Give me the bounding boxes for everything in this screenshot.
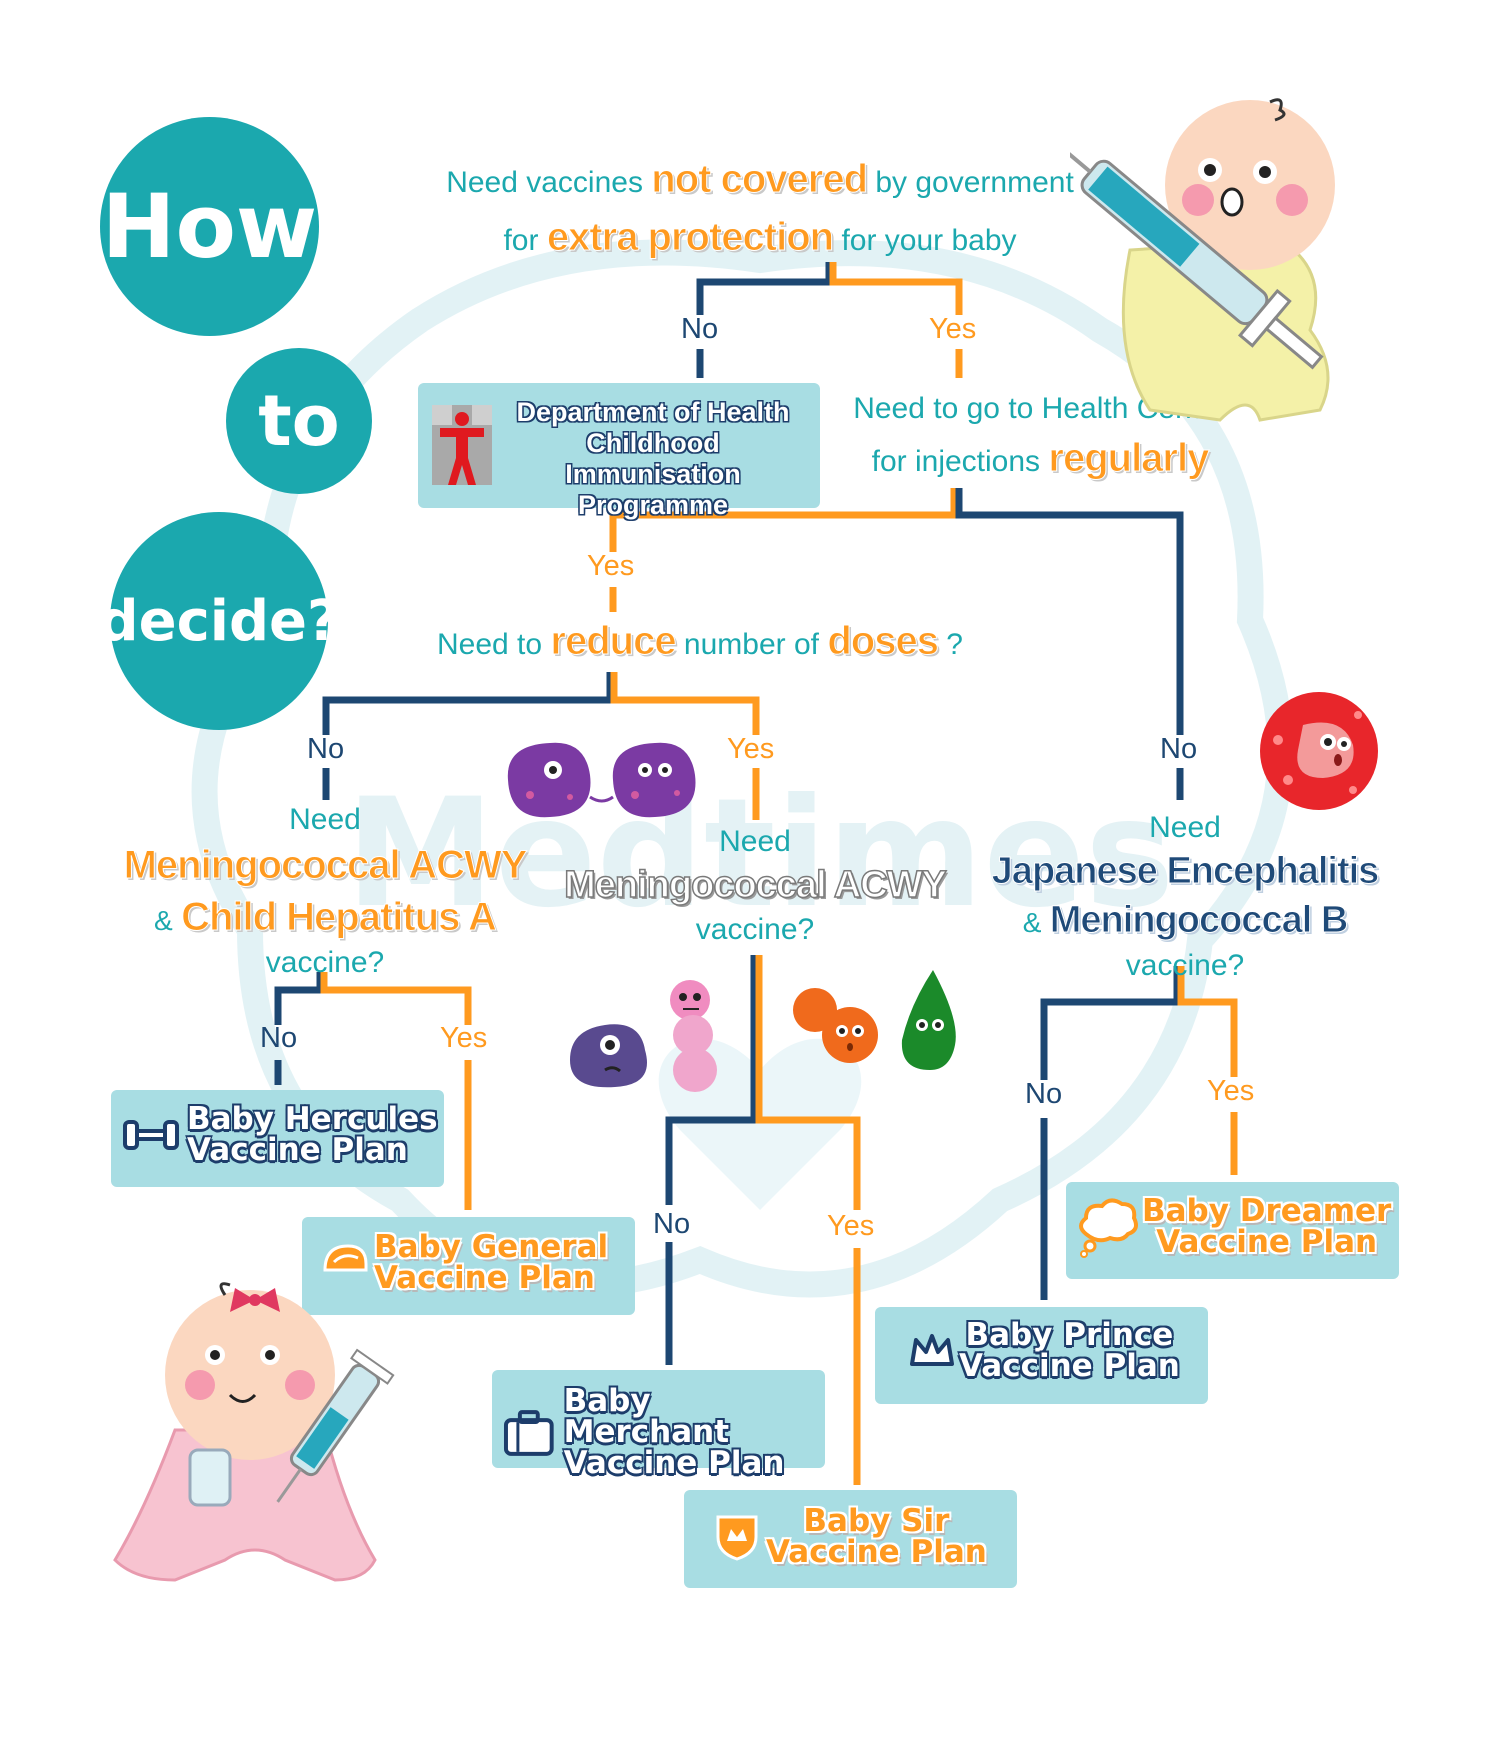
germ-group-right-illustration: [793, 970, 956, 1070]
question-acwy-hep-a: Need Meningococcal ACWY & Child Hepatitu…: [100, 800, 550, 982]
q2-text: for injections: [871, 445, 1049, 478]
plan-sir-label: Baby Sir Vaccine Plan: [766, 1506, 987, 1568]
answer-yes: Yes: [587, 550, 635, 582]
q5-tail: vaccine?: [695, 913, 815, 947]
plan-general-box[interactable]: Baby General Vaccine Plan: [302, 1217, 635, 1315]
q3-emphasis-reduce: reduce: [550, 619, 677, 664]
q2-emphasis-regularly: regularly: [1048, 436, 1210, 481]
plan-merchant-label: Baby Merchant Vaccine Plan: [564, 1386, 825, 1479]
briefcase-icon: [503, 1409, 554, 1456]
title-how-circle: How: [100, 117, 319, 336]
doh-programme-box: Department of Health Childhood Immunisat…: [418, 383, 820, 520]
cap-icon: [323, 1244, 368, 1272]
thought-cloud-icon: [1079, 1198, 1138, 1258]
plan-general-label: Baby General Vaccine Plan: [374, 1232, 608, 1294]
q4-need: Need: [289, 803, 361, 836]
answer-no: No: [1025, 1078, 1063, 1110]
plan-dreamer-label: Baby Dreamer Vaccine Plan: [1142, 1196, 1391, 1258]
answer-yes: Yes: [727, 733, 775, 765]
question-acwy: Need Meningococcal ACWY vaccine?: [550, 822, 960, 949]
q5-vaccine-acwy: Meningococcal ACWY: [563, 863, 947, 907]
q1-text: by government: [867, 166, 1074, 199]
q4-tail: vaccine?: [265, 946, 385, 979]
answer-no: No: [681, 313, 719, 345]
germ-group-left-illustration: [570, 980, 717, 1092]
q1-emphasis-not-covered: not covered: [651, 157, 869, 202]
answer-yes: Yes: [1207, 1075, 1255, 1107]
plan-sir-line2: Vaccine Plan: [766, 1534, 987, 1570]
plan-dreamer-line1: Baby Dreamer: [1142, 1193, 1392, 1229]
answer-no: No: [307, 733, 345, 765]
title-how: How: [101, 175, 318, 278]
answer-no: No: [260, 1022, 298, 1054]
question-je-menb: Need Japanese Encephalitis & Meningococc…: [975, 808, 1395, 985]
q6-vaccine-je: Japanese Encephalitis: [991, 849, 1380, 892]
q6-need: Need: [1149, 811, 1221, 844]
plan-prince-line2: Vaccine Plan: [959, 1348, 1180, 1384]
q3-text: ?: [937, 628, 963, 661]
q6-vaccine-menb: Meningococcal B: [1049, 899, 1348, 942]
plan-general-line2: Vaccine Plan: [374, 1260, 595, 1296]
doh-line: Childhood Immunisation: [565, 428, 741, 490]
plan-prince-box[interactable]: Baby Prince Vaccine Plan: [875, 1307, 1208, 1404]
doh-line: Department of Health: [516, 397, 790, 427]
plan-hercules-box[interactable]: Baby Hercules Vaccine Plan: [111, 1090, 444, 1187]
plan-merchant-line1: Baby Merchant: [563, 1383, 730, 1450]
plan-hercules-line2: Vaccine Plan: [187, 1132, 408, 1168]
watermark-text: Medtimes: [346, 767, 1175, 941]
doh-line: Programme: [577, 490, 729, 521]
dumbbell-icon: [123, 1120, 179, 1150]
q1-text: for: [503, 224, 547, 257]
baby-boy-syringe-illustration: [1070, 98, 1335, 422]
plan-sir-line1: Baby Sir: [803, 1503, 950, 1539]
answer-yes: Yes: [929, 313, 977, 345]
baby-girl-syringe-illustration: [113, 1282, 395, 1582]
q4-amp: &: [154, 905, 173, 936]
plan-merchant-line2: Vaccine Plan: [563, 1445, 785, 1481]
plan-merchant-box[interactable]: Baby Merchant Vaccine Plan: [492, 1370, 825, 1479]
q6-amp: &: [1022, 907, 1042, 939]
answer-yes: Yes: [827, 1210, 875, 1242]
plan-general-line1: Baby General: [374, 1229, 609, 1265]
q6-tail: vaccine?: [1125, 948, 1245, 982]
q1-text: for your baby: [833, 224, 1017, 257]
plan-sir-box[interactable]: Baby Sir Vaccine Plan: [684, 1490, 1017, 1588]
title-decide-circle: decide?: [99, 512, 340, 730]
answer-no: No: [653, 1208, 691, 1240]
plan-hercules-line1: Baby Hercules: [187, 1101, 438, 1137]
doh-programme-label: Department of Health Childhood Immunisat…: [496, 397, 810, 521]
q4-vaccine-acwy: Meningococcal ACWY: [123, 843, 528, 888]
question-extra-protection: Need vaccines not covered by government …: [400, 150, 1120, 266]
q4-vaccine-hep-a: Child Hepatitus A: [181, 895, 498, 940]
plan-prince-line1: Baby Prince: [965, 1317, 1174, 1353]
q5-need: Need: [719, 825, 791, 858]
shield-crest-icon: [716, 1515, 758, 1561]
title-to: to: [258, 380, 340, 462]
plan-dreamer-line2: Vaccine Plan: [1156, 1224, 1378, 1260]
q3-text: Need to: [437, 628, 551, 661]
q3-emphasis-doses: doses: [827, 619, 940, 664]
title-to-circle: to: [226, 348, 372, 494]
doh-logo-icon: [432, 405, 492, 485]
germ-red-illustration: [1260, 692, 1378, 810]
answer-no: No: [1160, 733, 1198, 765]
germ-pair-purple-illustration: [507, 742, 696, 818]
crown-icon: [910, 1334, 954, 1366]
answer-yes: Yes: [440, 1022, 488, 1054]
plan-prince-label: Baby Prince Vaccine Plan: [959, 1320, 1180, 1382]
plan-dreamer-box[interactable]: Baby Dreamer Vaccine Plan: [1066, 1182, 1399, 1279]
title-decide: decide?: [98, 588, 340, 654]
question-reduce-doses: Need to reduce number of doses ?: [400, 612, 1000, 670]
q1-text: Need vaccines: [446, 166, 652, 199]
q1-emphasis-extra-protection: extra protection: [546, 215, 834, 260]
plan-hercules-label: Baby Hercules Vaccine Plan: [187, 1104, 438, 1166]
q3-text: number of: [675, 628, 828, 661]
